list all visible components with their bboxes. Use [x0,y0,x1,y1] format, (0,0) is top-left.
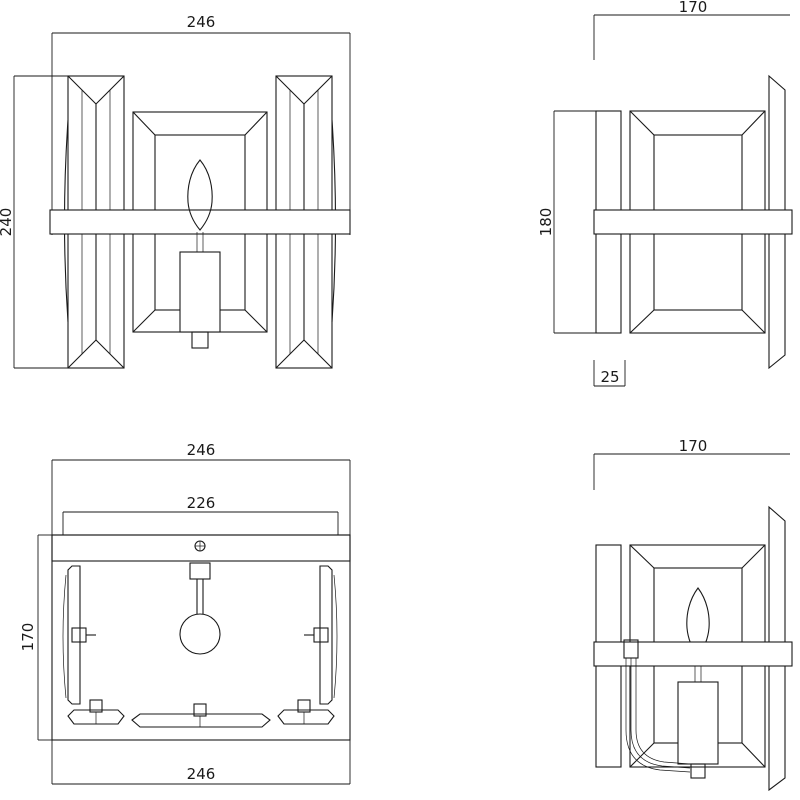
top-depth-label: 170 [19,623,37,652]
top-inner-label: 226 [187,494,216,512]
top-bottom-right-crystal [277,699,335,725]
front-height-dimension: 240 [0,75,72,369]
top-bottom-width-label: 246 [187,765,216,783]
bulb-and-socket [179,159,221,349]
section-socket [677,666,719,779]
side-height-label: 180 [537,208,555,237]
side-depth-label: 170 [679,0,708,16]
front-view: 246 240 [0,13,351,369]
front-width-label: 246 [187,13,216,31]
side-view: 170 180 25 [537,0,793,387]
side-height-dimension: 180 [537,110,596,334]
section-depth-label: 170 [679,437,708,455]
side-depth-dimension: 170 [593,0,790,60]
top-depth-dimension: 170 [19,534,52,741]
section-wiring [623,639,691,773]
side-plate-dimension: 25 [593,360,626,387]
top-bottom-width-dimension: 246 [51,740,351,785]
side-plate-label: 25 [600,368,619,386]
side-section-view: 170 [593,437,793,792]
top-inner-dimension: 226 [62,494,339,535]
section-mounting-rail [593,641,793,667]
top-left-crystal [62,565,96,705]
top-width-dimension: 246 [51,441,351,535]
top-right-crystal [304,565,338,705]
top-wall-plate [51,534,351,562]
top-bottom-middle-crystal [131,703,271,728]
side-back-plate [768,74,786,370]
section-back-plate [768,505,786,792]
top-view: 246 226 170 246 [19,441,351,785]
front-height-label: 240 [0,208,15,237]
front-width-dimension: 246 [51,13,351,235]
top-bottom-left-crystal [67,699,125,725]
top-mounting-screw [194,540,206,552]
side-mounting-rail [593,209,793,235]
section-depth-dimension: 170 [593,437,790,490]
top-width-label: 246 [187,441,216,459]
top-socket-arm [179,562,221,655]
